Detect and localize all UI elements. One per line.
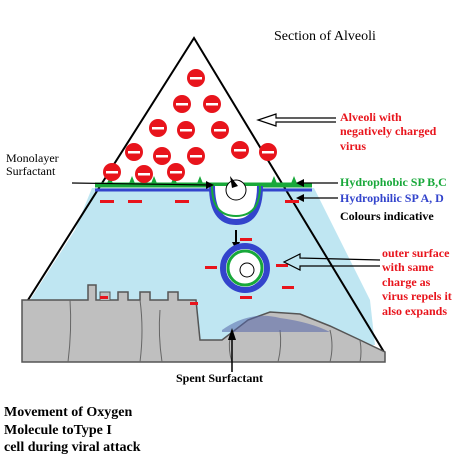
virus-icon — [149, 119, 167, 137]
outer-line-1: outer surface — [382, 246, 450, 260]
oxygen-arrow-top — [230, 176, 238, 188]
tail — [150, 176, 158, 186]
virus-icon — [187, 147, 205, 165]
alveoli-virus-line-2: negatively charged — [340, 124, 437, 139]
virus-icon — [167, 163, 185, 181]
arrow-hydrophilic-head — [296, 194, 304, 202]
tail — [170, 176, 178, 186]
arrow-monolayer — [71, 182, 211, 186]
tail — [290, 176, 298, 186]
virus-icon — [187, 69, 205, 87]
outer-surface-label: outer surface with same charge as virus … — [382, 246, 452, 318]
monolayer-line-1: Monolayer — [6, 151, 59, 165]
virus-icon — [153, 147, 171, 165]
virus-icon — [135, 165, 153, 183]
colours-label: Colours indicative — [340, 209, 434, 223]
charge-dash — [285, 200, 299, 203]
diagram-title: Section of Alveoli — [274, 29, 376, 44]
charge-dash — [282, 286, 294, 289]
partition-line — [359, 339, 362, 363]
tail — [196, 176, 204, 186]
charge-dash — [276, 264, 288, 267]
caption-line-3: cell during viral attack — [4, 440, 141, 455]
virus-particles — [103, 69, 277, 183]
partition-line — [139, 299, 143, 363]
virus-icon — [125, 143, 143, 161]
spent-arrow-head — [228, 328, 236, 340]
monolayer-line-2: Surfactant — [6, 163, 56, 178]
alveoli-virus-label: Alveoli with negatively charged virus — [340, 110, 436, 153]
outer-line-2: with same — [382, 260, 434, 275]
arrow-monolayer-head — [206, 181, 214, 189]
hydrophilic-label: Hydrophilic SP A, D — [340, 191, 444, 205]
virus-icon — [177, 121, 195, 139]
spent-surfactant-label: Spent Surfactant — [176, 371, 264, 385]
oxygen-molecule — [239, 262, 255, 278]
cell-charges — [100, 296, 198, 305]
outer-line-3: charge as — [382, 274, 431, 289]
arrow-virus — [256, 113, 336, 127]
oxygen-pocket-rim — [211, 185, 261, 218]
alveoli-virus-line-1: Alveoli with — [340, 110, 402, 124]
alveolus-wall — [27, 36, 385, 353]
caption-line-2: Molecule toType I — [4, 422, 112, 438]
charge-dash — [128, 200, 142, 203]
tail — [270, 176, 278, 186]
monolayer-label: Monolayer Surfactant — [6, 152, 59, 177]
arrow-hydrophobic-head — [296, 179, 304, 187]
charge-dash — [175, 200, 189, 203]
vesicle-charges — [205, 238, 294, 299]
fluid-charges — [100, 200, 299, 203]
partition-line — [329, 329, 333, 363]
virus-icon — [103, 163, 121, 181]
charge-dash — [100, 296, 108, 299]
virus-icon — [203, 95, 221, 113]
charge-dash — [100, 200, 114, 203]
figure-caption: Movement of Oxygen Molecule toType I cel… — [4, 404, 141, 457]
hydrophobic-label: Hydrophobic SP B,C — [340, 175, 447, 189]
spent-surfactant-blob — [222, 315, 330, 332]
type-one-cell-layer — [21, 284, 386, 363]
charge-dash — [190, 302, 198, 305]
partition-line — [67, 299, 72, 363]
partition-line — [158, 309, 163, 363]
virus-icon — [211, 121, 229, 139]
virus-icon — [173, 95, 191, 113]
caption-line-1: Movement of Oxygen — [4, 405, 133, 420]
partition-line — [277, 329, 282, 363]
charge-dash — [205, 266, 217, 269]
virus-icon — [259, 143, 277, 161]
charge-dash — [240, 296, 252, 299]
oxygen-molecule-top — [225, 179, 247, 201]
arrow-outer — [282, 253, 381, 271]
alveoli-virus-line-3: virus — [340, 138, 367, 153]
pointer-arrows — [71, 113, 381, 271]
outer-line-4: virus repels it — [382, 289, 452, 304]
outer-line-5: also expands — [382, 303, 448, 318]
charge-dash — [240, 238, 252, 241]
virus-icon — [231, 141, 249, 159]
